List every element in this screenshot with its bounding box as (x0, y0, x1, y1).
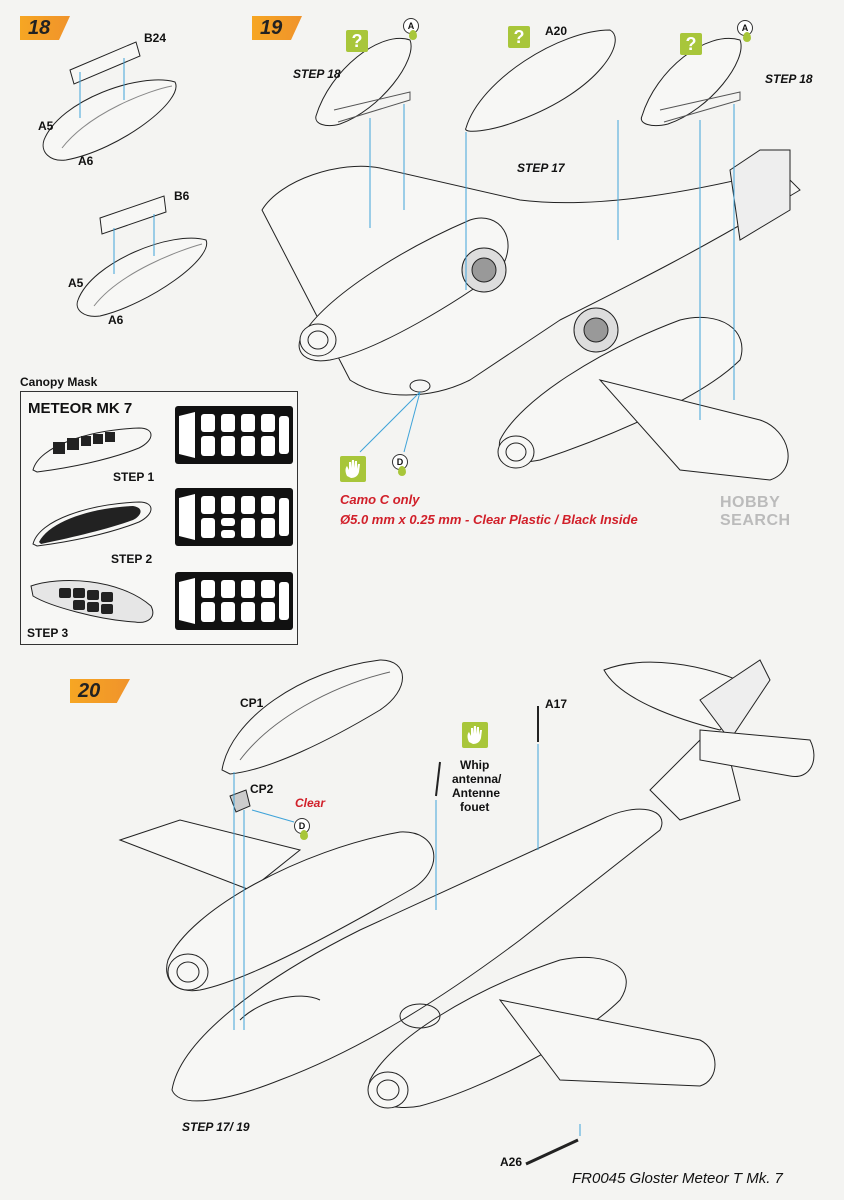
canopy-mask-panel: METEOR MK 7 STEP 1 STEP 2 STEP 3 (20, 391, 298, 645)
glue-d-icon: D (392, 454, 408, 476)
camo-note-line2: Ø5.0 mm x 0.25 mm - Clear Plastic / Blac… (340, 512, 638, 527)
part-a5-label-bottom: A5 (68, 276, 84, 290)
part-cp1-label: CP1 (240, 696, 264, 710)
step19-right-tank (640, 38, 742, 127)
clear-note: Clear (295, 796, 326, 810)
part-a20-label: A20 (545, 24, 568, 38)
question-icon-left: ? (346, 30, 368, 52)
step-17-19-ref: STEP 17/ 19 (182, 1120, 250, 1134)
step19-aircraft (261, 149, 801, 481)
hand-icon (340, 456, 366, 482)
step-19-badge: 19 (252, 16, 302, 40)
step-17-ref: STEP 17 (517, 161, 565, 175)
canopy-mask-heading: METEOR MK 7 (28, 400, 133, 417)
step19-center-tank (465, 29, 616, 132)
whip-antenna-line3: Antenne (452, 786, 500, 800)
canopy-step2-drawing (32, 501, 152, 547)
canopy-step-2-label: STEP 2 (111, 552, 153, 566)
question-icon-right: ? (680, 33, 702, 55)
part-a5-label-top: A5 (38, 119, 54, 133)
glue-a-icon-right: A (737, 20, 753, 42)
step-18-ref-left: STEP 18 (293, 67, 341, 81)
camo-note-line1: Camo C only (340, 492, 420, 507)
footer-product-code: FR0045 Gloster Meteor T Mk. 7 (572, 1170, 783, 1187)
canopy-step3-drawing (30, 580, 154, 623)
whip-antenna-line1: Whip (460, 758, 490, 772)
whip-antenna-line4: fouet (460, 800, 490, 814)
part-a26-label: A26 (500, 1155, 523, 1169)
part-a17-label: A17 (545, 697, 568, 711)
question-icon-center: ? (508, 26, 530, 48)
step-18-ref-right: STEP 18 (765, 72, 813, 86)
part-b24-label: B24 (144, 31, 167, 45)
part-b6-label: B6 (174, 189, 190, 203)
canopy-step1-drawing (32, 427, 152, 473)
mask-sheet-3 (175, 572, 293, 630)
whip-antenna-line2: antenna/ (452, 772, 502, 786)
canopy-step-3-label: STEP 3 (27, 626, 69, 640)
glue-d-icon-step20: D (294, 818, 310, 840)
step-20-badge: 20 (70, 679, 130, 703)
hand-icon-step20 (462, 722, 488, 748)
mask-sheet-1 (175, 406, 293, 464)
step18-tank-upper (42, 41, 177, 161)
canopy-mask-title: Canopy Mask (20, 375, 98, 389)
canopy-step-1-label: STEP 1 (113, 470, 155, 484)
part-a6-label-top: A6 (78, 154, 94, 168)
mask-sheet-2 (175, 488, 293, 546)
step19-left-tank (315, 38, 412, 127)
watermark: HOBBY SEARCH (720, 494, 791, 529)
step-18-badge: 18 (20, 16, 70, 40)
part-cp2-label: CP2 (250, 782, 274, 796)
glue-a-icon-left: A (403, 18, 419, 40)
step20-aircraft (118, 659, 815, 1166)
part-a6-label-bottom: A6 (108, 313, 124, 327)
step18-tank-lower (76, 195, 208, 317)
